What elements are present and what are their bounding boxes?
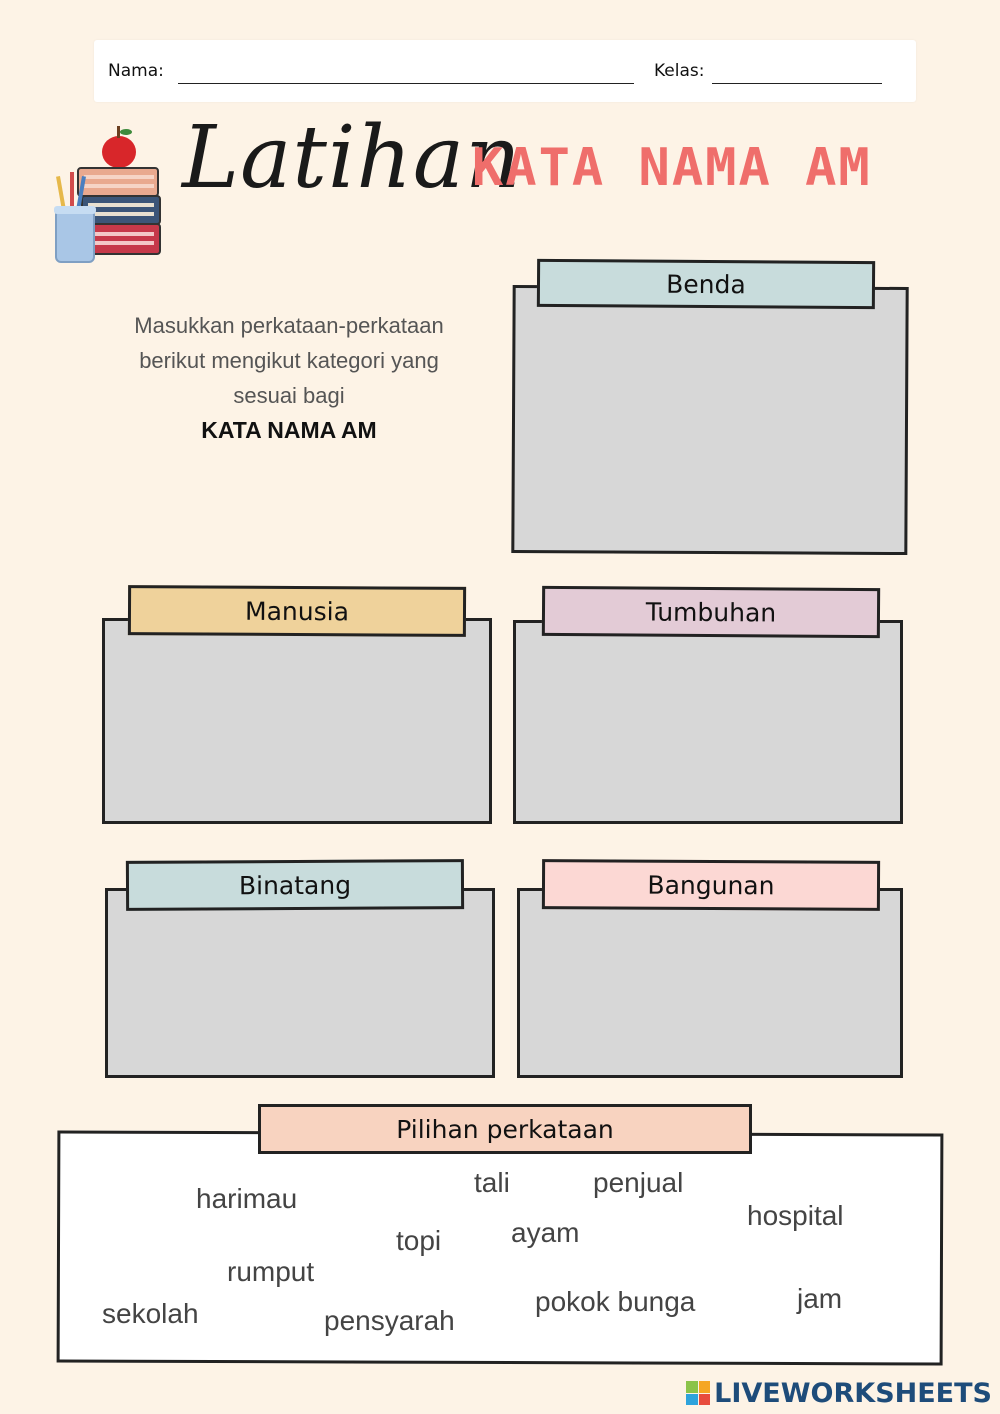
instructions: Masukkan perkataan-perkataan berikut men… bbox=[96, 308, 482, 448]
binatang-drop-zone[interactable] bbox=[105, 888, 495, 1078]
word-chip[interactable]: ayam bbox=[511, 1217, 580, 1248]
benda-drop-zone[interactable] bbox=[511, 284, 909, 556]
instruction-line-2: berikut mengikut kategori yang bbox=[139, 348, 439, 373]
word-bank-title: Pilihan perkataan bbox=[396, 1114, 614, 1144]
word-chip[interactable]: hospital bbox=[747, 1200, 844, 1231]
title-caps: KATA NAMA AM bbox=[472, 138, 872, 198]
class-line bbox=[712, 83, 882, 84]
name-label: Nama: bbox=[108, 61, 164, 81]
title-script: Latihan bbox=[182, 108, 522, 208]
binatang-tab: Binatang bbox=[125, 859, 465, 911]
class-label: Kelas: bbox=[654, 61, 705, 81]
word-chip[interactable]: pensyarah bbox=[324, 1305, 455, 1336]
tumbuhan-tab: Tumbuhan bbox=[541, 585, 881, 639]
word-bank-tab: Pilihan perkataan bbox=[258, 1104, 752, 1154]
word-chip[interactable]: sekolah bbox=[102, 1298, 199, 1329]
tumbuhan-label: Tumbuhan bbox=[645, 597, 777, 627]
bangunan-label: Bangunan bbox=[647, 870, 775, 900]
instruction-line-1: Masukkan perkataan-perkataan bbox=[134, 313, 444, 338]
tumbuhan-drop-zone[interactable] bbox=[513, 620, 903, 824]
logo-text: LIVEWORKSHEETS bbox=[714, 1377, 992, 1409]
benda-tab: Benda bbox=[536, 258, 876, 310]
instruction-line-3: sesuai bagi bbox=[233, 383, 345, 408]
word-chip[interactable]: jam bbox=[797, 1283, 843, 1314]
bangunan-drop-zone[interactable] bbox=[517, 888, 903, 1078]
bangunan-tab: Bangunan bbox=[541, 859, 881, 911]
word-chip[interactable]: pokok bunga bbox=[535, 1286, 696, 1317]
manusia-tab: Manusia bbox=[127, 585, 467, 637]
word-chip[interactable]: tali bbox=[474, 1167, 510, 1198]
logo-cube-icon bbox=[686, 1381, 711, 1405]
manusia-label: Manusia bbox=[244, 596, 350, 626]
binatang-label: Binatang bbox=[238, 870, 352, 900]
books-apple-icon bbox=[54, 126, 161, 263]
word-chip[interactable]: penjual bbox=[593, 1167, 684, 1198]
manusia-drop-zone[interactable] bbox=[102, 618, 492, 824]
instruction-emphasis: KATA NAMA AM bbox=[201, 417, 377, 443]
liveworksheets-logo: LIVEWORKSHEETS bbox=[686, 1377, 992, 1409]
name-line bbox=[178, 83, 634, 84]
word-chip[interactable]: harimau bbox=[196, 1183, 298, 1214]
benda-label: Benda bbox=[666, 269, 746, 299]
word-bank-box bbox=[56, 1130, 944, 1366]
name-class-bar: Nama: Kelas: bbox=[94, 40, 916, 102]
word-chip[interactable]: topi bbox=[396, 1225, 442, 1256]
word-chip[interactable]: rumput bbox=[227, 1256, 315, 1287]
